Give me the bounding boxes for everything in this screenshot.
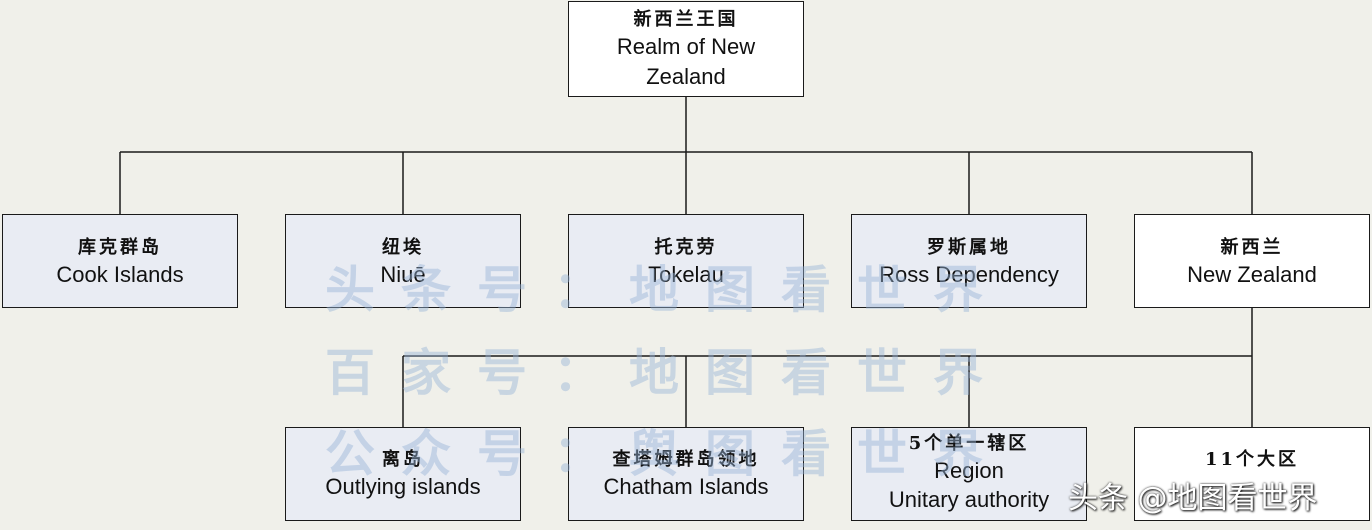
node-label-en: Cook Islands [56,262,184,287]
node-label-zh: 11个大区 [1204,449,1300,470]
node-new-zealand: 新西兰 New Zealand [1134,214,1370,308]
node-label-en: Outlying islands [325,474,481,499]
node-label-zh: 5个单一辖区 [908,433,1030,454]
node-tokelau: 托克劳 Tokelau [568,214,804,308]
node-ross-dependency: 罗斯属地 Ross Dependency [851,214,1087,308]
node-label-zh: 新西兰王国 [633,9,739,30]
node-label-zh: 纽埃 [382,237,424,258]
node-realm-of-new-zealand: 新西兰王国 Realm of New Zealand [568,1,804,97]
node-label-en: Chatham Islands [603,474,769,499]
node-outlying-islands: 离岛 Outlying islands [285,427,521,521]
node-label-en: Region [934,458,1004,483]
node-label-zh: 库克群岛 [78,237,162,258]
node-label-en: Niuē [380,262,426,287]
node-label-en: Ross Dependency [879,262,1059,287]
node-label-en-line2: Zealand [646,64,726,89]
node-label-en-line2: Unitary authority [888,487,1050,512]
node-label-zh: 新西兰 [1220,237,1284,258]
node-label-en: New Zealand [1187,262,1317,287]
node-regions: 11个大区 [1134,427,1370,521]
node-label-en: Tokelau [648,262,724,287]
node-unitary-authorities: 5个单一辖区 Region Unitary authority [851,427,1087,521]
node-label-zh: 罗斯属地 [927,237,1011,258]
node-label-zh: 托克劳 [654,237,718,258]
node-cook-islands: 库克群岛 Cook Islands [2,214,238,308]
node-label-zh: 查塔姆群岛领地 [612,449,760,470]
node-label-en: Realm of New [616,34,756,59]
node-niue: 纽埃 Niuē [285,214,521,308]
node-label-zh: 离岛 [382,449,424,470]
node-chatham-islands: 查塔姆群岛领地 Chatham Islands [568,427,804,521]
watermark-corner-logo: 头条 @地图看世界 [1068,481,1318,516]
